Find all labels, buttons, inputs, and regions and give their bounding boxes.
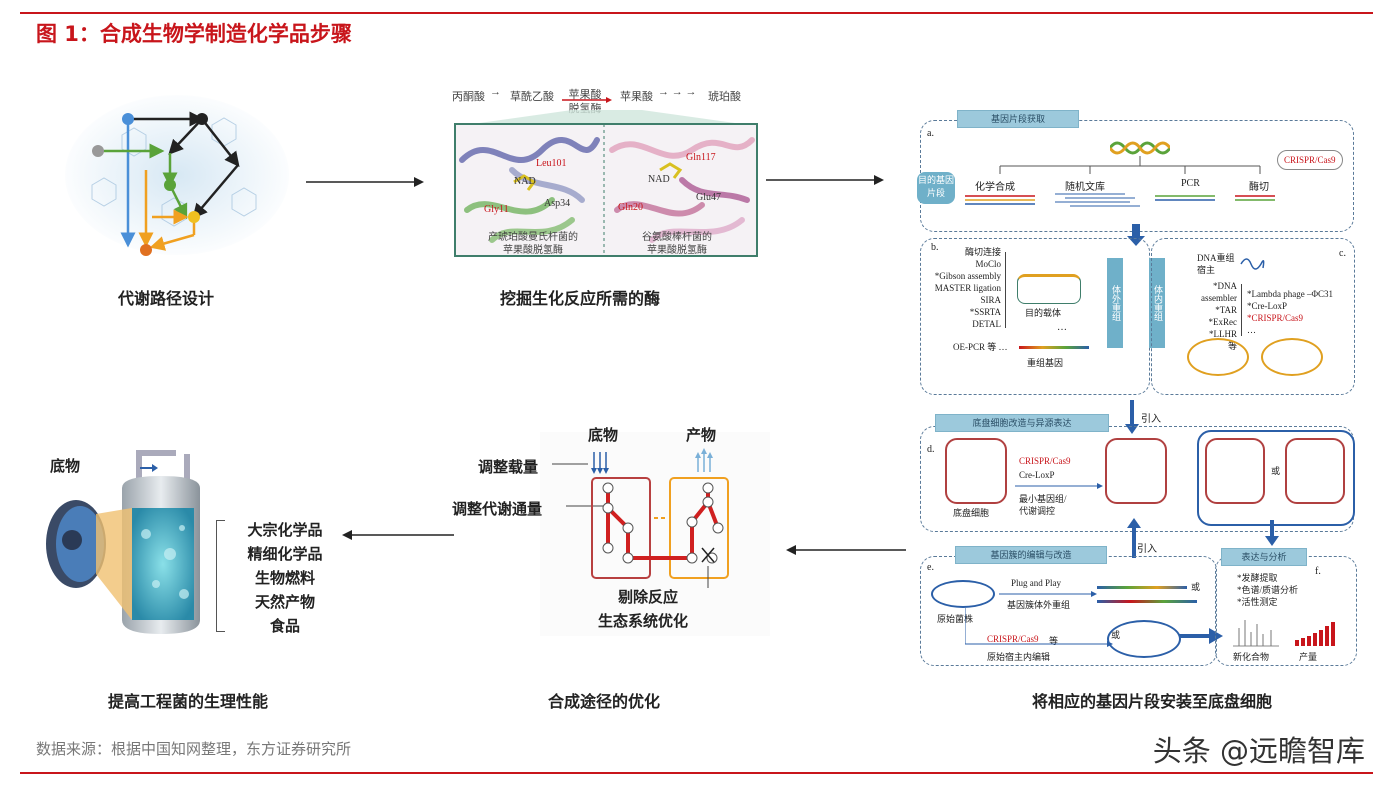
product-biofuel: 生物燃料 [254, 569, 315, 587]
stage-gene-install: 将相应的基因片段安装至底盘细胞 [1032, 692, 1273, 711]
recomb-gene-label: 重组基因 [1027, 358, 1064, 368]
watermark: 头条 @远瞻智库 [1152, 734, 1365, 768]
original-strain-shape [931, 580, 995, 608]
variant-cell-1 [1205, 438, 1265, 504]
in-vitro-bar: 体外重组 [1107, 258, 1123, 348]
product-list: 大宗化学品 精细化学品 生物燃料 天然产物 食品 [230, 518, 340, 638]
in-vivo-bar: 体内重组 [1149, 258, 1165, 348]
residue-glu47: Glu47 [696, 192, 721, 203]
crispr-bubble: CRISPR/Cas9 [1277, 150, 1343, 170]
bioreactor-figure [36, 444, 216, 644]
substrate-label-ferm: 底物 [50, 457, 81, 475]
flow-arrow-1 [306, 177, 424, 187]
panel-c [1151, 238, 1355, 395]
flow-arrow-2 [766, 175, 884, 185]
substrate-pyruvate: 丙酮酸 [452, 91, 485, 103]
stage-enzyme-mining: 挖掘生化反应所需的酶 [500, 289, 661, 308]
panel-d-title: 底盘细胞改造与异源表达 [935, 414, 1109, 432]
product-label-opt: 产物 [686, 426, 717, 444]
edited-strain-shape [1107, 620, 1181, 658]
oe-pcr-label: OE-PCR 等 … [953, 342, 1008, 352]
residue-gln117: Gln117 [686, 152, 716, 163]
remove-reaction-label: 剔除反应 [618, 588, 679, 606]
malate: 苹果酸 [620, 91, 653, 103]
method-random-library: 随机文库 [1065, 182, 1105, 193]
new-compound-label: 新化合物 [1233, 652, 1270, 662]
host-cell-2 [1261, 338, 1323, 376]
method-pcr: PCR [1181, 178, 1200, 189]
residue-gly11: Gly11 [484, 204, 509, 215]
gene-assembly-figure: 基因片段获取 a. 目的基因片段 化学合成 随机文库 PCR 酶切 CRISPR… [915, 108, 1360, 668]
enzyme-label-1: 苹果酸 [568, 89, 602, 101]
page-title: 图 1：合成生物学制造化学品步骤 [36, 22, 352, 46]
product-natural: 天然产物 [254, 593, 315, 611]
analysis-list: *发酵提取 *色谱/质谱分析 *活性测定 [1237, 573, 1299, 607]
panel-e-title: 基因簇的编辑与改造 [955, 546, 1107, 564]
flow-arrow-4 [342, 530, 454, 540]
residue-leu101: Leu101 [536, 158, 567, 169]
succinate: 琥珀酸 [708, 91, 741, 103]
down-arrow-f [1265, 520, 1279, 546]
stage-strain-performance: 提高工程菌的生理性能 [108, 692, 269, 711]
yield-label: 产量 [1299, 652, 1318, 662]
caption-right-1: 谷氨酸棒杆菌的 [642, 232, 712, 243]
target-gene-badge: 目的基因片段 [917, 172, 955, 204]
residue-gln20: Gln20 [618, 202, 643, 213]
engineered-cell [1105, 438, 1167, 504]
adjust-flux-label: 调整代谢通量 [452, 500, 543, 518]
flow-arrow-3 [786, 545, 906, 555]
enzyme-figure: 丙酮酸 → 草酰乙酸 苹果酸 脱氢酶 苹果酸 → → → 琥珀酸 Leu101 … [452, 82, 762, 262]
data-source: 数据来源：根据中国知网整理，东方证券研究所 [36, 740, 352, 758]
original-strain-label: 原始菌株 [937, 614, 974, 624]
in-vitro-method-list: 酶切连接 MoClo *Gibson assembly MASTER ligat… [934, 247, 1001, 329]
to-analysis-arrow [1179, 628, 1223, 644]
caption-left-1: 产琥珀酸曼氏杆菌的 [488, 232, 578, 243]
chassis-cell [945, 438, 1007, 504]
caption-right-2: 苹果酸脱氢酶 [647, 245, 707, 256]
stage-pathway-design: 代谢路径设计 [118, 289, 215, 308]
panel-a-title: 基因片段获取 [957, 110, 1079, 128]
panel-f-title: 表达与分析 [1221, 548, 1307, 566]
dna-host-label: DNA重组宿主 [1197, 253, 1235, 275]
up-arrow-intro [1127, 518, 1141, 558]
caption-left-2: 苹果酸脱氢酶 [503, 245, 563, 256]
product-fine-chem: 精细化学品 [247, 545, 323, 563]
expression-group [1197, 430, 1355, 526]
product-bulk-chem: 大宗化学品 [247, 521, 323, 539]
adjust-load-label: 调整载量 [478, 458, 539, 476]
oxaloacetate: 草酰乙酸 [510, 91, 554, 103]
analysis-graphics [1233, 620, 1335, 647]
bottom-rule [20, 772, 1373, 774]
chassis-label: 底盘细胞 [953, 508, 990, 518]
residue-asp34: Asp34 [544, 198, 571, 209]
method-digest: 酶切 [1249, 182, 1269, 193]
target-vector-shape [1017, 274, 1081, 304]
top-rule [20, 12, 1373, 14]
metabolic-network-figure [62, 95, 292, 265]
ecosystem-opt-label: 生态系统优化 [598, 612, 689, 630]
stage-pathway-opt: 合成途径的优化 [548, 692, 661, 711]
residue-nad-right: NAD [648, 174, 670, 185]
method-chem-synthesis: 化学合成 [975, 182, 1015, 193]
in-vivo-list-2: *Lambda phage –ΦC31 *Cre-LoxP *CRISPR/Ca… [1247, 289, 1334, 335]
residue-nad-left: NAD [514, 176, 536, 187]
product-food: 食品 [269, 617, 300, 635]
variant-cell-2 [1285, 438, 1345, 504]
target-vector-label: 目的载体 [1025, 308, 1062, 318]
substrate-label-opt: 底物 [588, 426, 619, 444]
optimization-figure: 底物 产物 调整载量 调整代谢通量 剔除反应 生态系统优化 [448, 418, 778, 638]
host-cell-1 [1187, 338, 1249, 376]
